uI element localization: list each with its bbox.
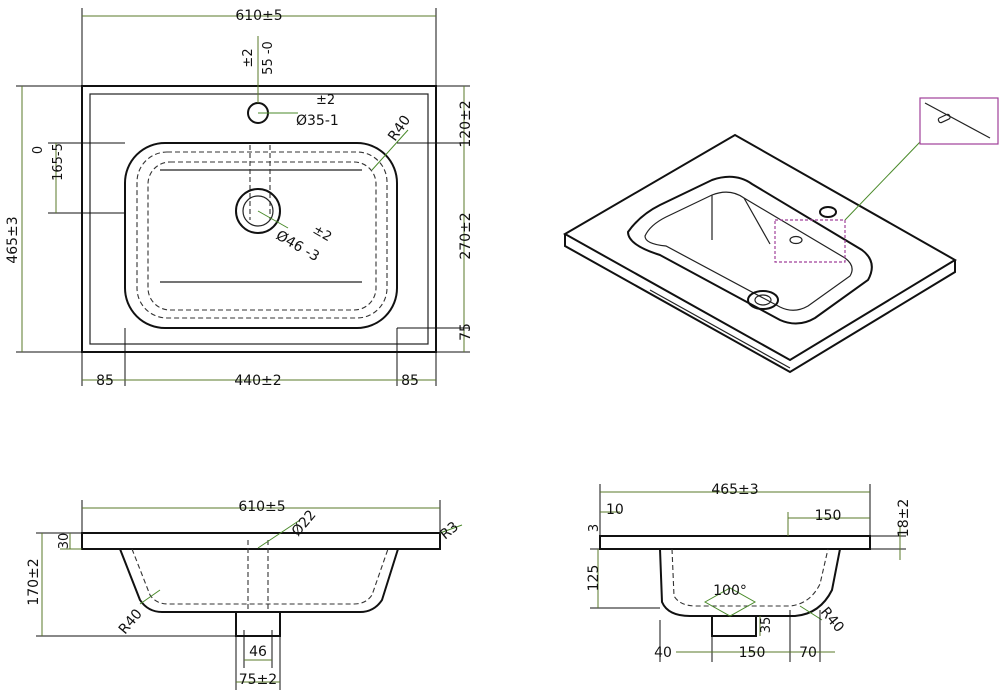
label-bottom-left: 85 — [96, 373, 114, 389]
label-hole-tol: ±2 — [241, 48, 256, 67]
iso-countertop-edge — [564, 234, 956, 374]
label-bottom-mid: 440±2 — [234, 373, 281, 389]
side-drain-body — [711, 615, 757, 637]
isometric-view — [562, 97, 999, 374]
label-tap-tol: ±2 — [316, 93, 335, 108]
iso-countertop-top — [562, 133, 957, 362]
ext-part-height — [48, 142, 125, 214]
label-top-width: 610±5 — [235, 8, 282, 24]
basin-inner-1 — [136, 151, 388, 319]
iso-overflow — [789, 235, 803, 245]
label-right-mid: 270±2 — [458, 212, 474, 259]
label-hole-offset: 55 -0 — [261, 41, 276, 75]
countertop-inner-edge — [89, 93, 429, 345]
countertop-outline — [81, 85, 437, 353]
label-drain-tol: ±2 — [310, 222, 334, 245]
ext-width — [81, 8, 437, 86]
leader-front-corner — [139, 589, 161, 605]
iso-drain-inner — [754, 294, 772, 306]
side-countertop — [599, 535, 871, 550]
label-side-bottom-mid: 150 — [739, 645, 766, 661]
label-right-top: 120±2 — [458, 100, 474, 147]
label-front-drain-inner: 46 — [249, 644, 267, 660]
basin-outline — [124, 142, 398, 329]
label-side-bottom-left: 40 — [654, 645, 672, 661]
front-overflow — [247, 540, 269, 612]
label-front-corner: R40 — [116, 606, 146, 637]
front-bowl-inner — [131, 548, 389, 605]
label-part-height: 165-5 — [51, 143, 66, 181]
label-top-corner: R40 — [385, 113, 414, 145]
leader-front-hole — [257, 519, 301, 549]
overflow-channel — [249, 145, 271, 220]
dim-front-rim — [60, 533, 82, 550]
label-front-hole: Ø22 — [289, 507, 320, 539]
side-view: 100° 465±3 10 3 150 18±2 125 35 R40 40 1… — [586, 482, 912, 662]
drain-hole-inner — [242, 195, 274, 227]
ext-side-bottom — [659, 610, 821, 662]
front-bowl-outer — [119, 548, 399, 613]
iso-underside — [649, 289, 791, 369]
detail-region — [774, 219, 846, 263]
detail-callout — [919, 97, 999, 145]
iso-tap-hole — [819, 206, 837, 218]
iso-drain — [747, 290, 779, 310]
ext-front-height — [36, 532, 236, 637]
basin-floor-lines — [160, 169, 362, 283]
ext-overall-height — [16, 85, 82, 353]
label-height-tol: 0 — [31, 146, 46, 154]
dim-side-tap-zone — [787, 512, 870, 536]
label-side-tap-zone: 150 — [815, 508, 842, 524]
label-side-thickness: 18±2 — [896, 499, 912, 537]
label-side-gap: 3 — [587, 524, 602, 532]
side-angle-mark — [703, 587, 757, 617]
label-bottom-right: 85 — [401, 373, 419, 389]
drain-hole-outer — [235, 188, 281, 234]
leader-drain — [257, 210, 289, 229]
label-side-drain: 35 — [759, 617, 774, 634]
label-side-rim: 10 — [606, 502, 624, 518]
ext-bottom — [81, 328, 437, 386]
label-right-bot: 75 — [458, 323, 474, 341]
ext-front-drain — [235, 630, 281, 690]
iso-bowl-rim — [626, 175, 873, 325]
label-front-height: 170±2 — [26, 558, 42, 605]
label-side-bottom-right: 70 — [799, 645, 817, 661]
label-side-angle: 100° — [713, 583, 747, 599]
leader-front-radius — [439, 524, 463, 534]
iso-bowl-walls — [711, 195, 771, 245]
ext-right — [397, 85, 470, 353]
front-drain-body — [235, 611, 281, 637]
label-front-drain-outer: 75±2 — [239, 672, 277, 688]
label-side-depth: 465±3 — [711, 482, 758, 498]
label-side-bowl: 125 — [586, 565, 602, 592]
label-front-width: 610±5 — [238, 499, 285, 515]
leader-corner — [371, 129, 409, 171]
ext-front-width — [81, 500, 441, 533]
front-countertop — [81, 532, 441, 550]
detail-slot — [937, 113, 951, 124]
detail-leader — [844, 141, 921, 221]
leader-side-corner — [799, 605, 823, 621]
detail-edge — [924, 102, 991, 139]
ext-side-depth — [599, 484, 871, 536]
label-front-rim: 30 — [57, 533, 72, 550]
side-bowl-outer — [659, 548, 841, 617]
label-tap-hole: Ø35-1 — [296, 113, 339, 129]
basin-inner-2 — [147, 161, 377, 311]
label-overall-height: 465±3 — [5, 216, 21, 263]
top-view: 610±5 ±2 55 -0 ±2 Ø35-1 R40 465±3 0 165-… — [5, 8, 474, 389]
side-bowl-inner — [671, 548, 829, 607]
iso-bowl-inner — [644, 191, 853, 311]
front-view: 610±5 Ø22 R3 170±2 30 R40 46 75±2 — [26, 499, 463, 690]
